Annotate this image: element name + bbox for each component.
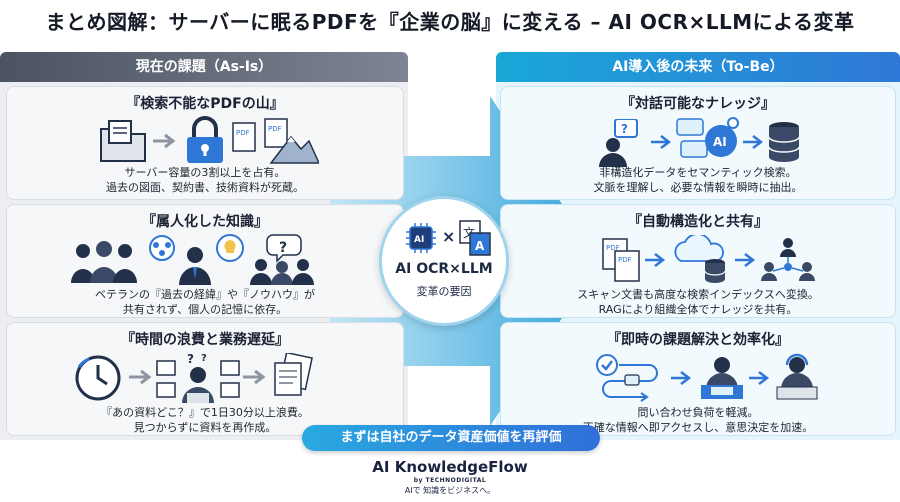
brand-byline: by TECHNODIGITAL bbox=[413, 477, 487, 484]
office-worker-icon bbox=[701, 357, 743, 399]
arrow-right-icon bbox=[153, 133, 176, 149]
confused-worker-icon: ? ? bbox=[156, 352, 240, 403]
card-searchless-pdf: 『検索不能なPDFの山』 PDF PDF サーバー容量の3割以上を占有。 過去の… bbox=[6, 86, 404, 200]
card-title: 『検索不能なPDFの山』 bbox=[126, 96, 284, 112]
pdf-mountain-icon: PDF PDF bbox=[232, 118, 319, 164]
page-title: まとめ図解：サーバーに眠るPDFを『企業の脳』に変える – AI OCR×LLM… bbox=[45, 10, 855, 34]
pdf-label: PDF bbox=[606, 244, 620, 252]
arrow-right-icon bbox=[671, 371, 692, 385]
cloud-database-icon bbox=[674, 235, 726, 283]
card-text: スキャン文書も高度な検索インデックスへ変換。 RAGにより組織全体でナレッジを共… bbox=[577, 288, 819, 316]
hub-title: AI OCR×LLM bbox=[395, 261, 493, 277]
pdf-label: PDF bbox=[268, 125, 282, 133]
card-title: 『時間の浪費と業務遅延』 bbox=[121, 332, 289, 348]
card-instant-resolution: 『即時の課題解決と効率化』 問い合わせ負荷を軽減。 正確な情報へ即アクセス bbox=[500, 322, 896, 436]
doc-glyph: A bbox=[475, 239, 485, 253]
database-icon bbox=[768, 122, 800, 162]
arrow-right-icon bbox=[735, 253, 756, 267]
card-tacit-knowledge: 『属人化した知識』 ? ベテランの『過去の経緯』や『ノウハウ』が 共有されず、個… bbox=[6, 204, 404, 318]
multiply-sign: × bbox=[442, 227, 456, 246]
clock-icon bbox=[75, 355, 121, 401]
question-mark: ? bbox=[279, 240, 287, 256]
card-title: 『即時の課題解決と効率化』 bbox=[607, 332, 789, 348]
pdf-label: PDF bbox=[618, 256, 632, 264]
card-time-waste: 『時間の浪費と業務遅延』 ? ? 『あの資料どこ？ bbox=[6, 322, 404, 436]
question-people-icon: ? bbox=[250, 234, 314, 285]
brand-name: AI KnowledgeFlow bbox=[372, 458, 528, 476]
lightbulb-icon bbox=[216, 234, 244, 262]
arrow-right-icon bbox=[651, 135, 672, 149]
businessman-icon bbox=[179, 247, 211, 285]
card-text: 非構造化データをセマンティック検索。 文脈を理解し、必要な情報を瞬時に抽出。 bbox=[593, 166, 803, 194]
ai-chat-icon: AI bbox=[676, 117, 739, 158]
card-title: 『自動構造化と共有』 bbox=[628, 214, 768, 230]
folder-documents-icon bbox=[100, 120, 146, 162]
lock-icon bbox=[187, 116, 223, 163]
translate-document-icon: 文 A bbox=[459, 220, 491, 256]
card-conversational-knowledge: 『対話可能なナレッジ』 ? AI 非構造化データをセマンティック検索。 文脈を理… bbox=[500, 86, 896, 200]
brand-tagline: AIで 知識をビジネスへ。 bbox=[404, 486, 496, 495]
support-agent-icon bbox=[776, 353, 818, 400]
card-text: サーバー容量の3割以上を占有。 過去の図面、契約書、技術資料が死蔵。 bbox=[106, 166, 304, 194]
to-be-header: AI導入後の未来（To-Be） bbox=[496, 52, 900, 82]
workflow-check-icon bbox=[596, 354, 658, 402]
arrow-right-icon bbox=[743, 135, 764, 149]
network-node-icon bbox=[149, 235, 175, 261]
arrow-right-icon bbox=[645, 253, 666, 267]
arrow-right-icon bbox=[749, 371, 770, 385]
ai-label: AI bbox=[713, 135, 727, 149]
people-group-icon bbox=[71, 241, 137, 283]
card-title: 『対話可能なナレッジ』 bbox=[621, 96, 775, 112]
question-mark: ? bbox=[621, 122, 628, 136]
card-auto-structuring: 『自動構造化と共有』 PDF PDF スキャン文書も高度な検索インデックスへ変 bbox=[500, 204, 896, 318]
as-is-header: 現在の課題（As-Is） bbox=[0, 52, 408, 82]
ai-chip-label: AI bbox=[414, 235, 424, 245]
card-text: 問い合わせ負荷を軽減。 正確な情報へ即アクセスし、意思決定を加速。 bbox=[582, 406, 814, 434]
arrow-right-icon bbox=[129, 369, 152, 385]
card-text: ベテランの『過去の経緯』や『ノウハウ』が 共有されず、個人の記憶に依存。 bbox=[95, 288, 315, 316]
question-mark: ? bbox=[201, 353, 207, 364]
ai-chip-icon: AI bbox=[406, 223, 436, 253]
ai-ocr-llm-hub: AI × 文 A AI OCR×LLM 変革の要因 bbox=[379, 196, 509, 326]
pdf-label: PDF bbox=[236, 129, 250, 137]
call-to-action-banner: まずは自社のデータ資産価値を再評価 bbox=[302, 425, 600, 451]
team-network-icon bbox=[761, 238, 815, 281]
card-title: 『属人化した知識』 bbox=[142, 214, 268, 230]
pdf-documents-icon: PDF PDF bbox=[602, 238, 640, 282]
user-question-icon: ? bbox=[599, 119, 638, 167]
question-mark: ? bbox=[187, 352, 194, 366]
arrow-right-icon bbox=[243, 369, 266, 385]
hub-subtitle: 変革の要因 bbox=[416, 285, 472, 298]
card-text: 『あの資料どこ？』で1日30分以上浪費。 見つからずに資料を再作成。 bbox=[101, 406, 309, 434]
document-stack-icon bbox=[274, 353, 313, 396]
